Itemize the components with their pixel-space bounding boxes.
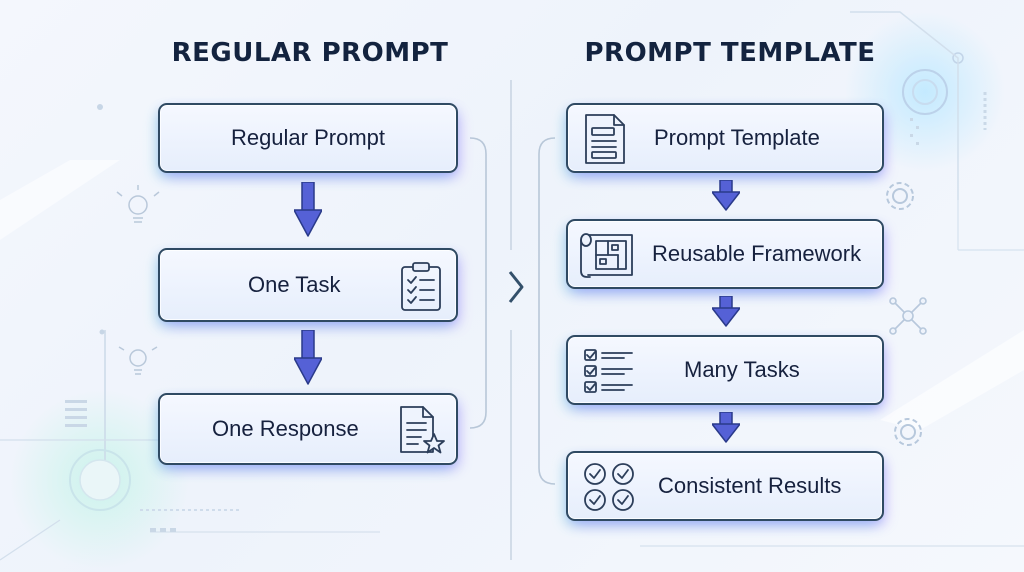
one-task-label: One Task	[248, 272, 341, 297]
down-arrow-icon	[294, 330, 322, 385]
down-arrow-icon	[712, 180, 740, 211]
down-arrow-icon	[712, 412, 740, 443]
reusable-framework-box: Reusable Framework	[566, 219, 884, 289]
check-circles-icon	[584, 463, 634, 511]
consistent-results-label: Consistent Results	[658, 473, 842, 498]
many-tasks-label: Many Tasks	[684, 357, 800, 382]
blueprint-icon	[580, 233, 633, 278]
reusable-framework-label: Reusable Framework	[652, 241, 862, 266]
prompt-template-label: Prompt Template	[654, 125, 820, 150]
one-response-box: One Response	[158, 393, 458, 465]
regular-prompt-title: REGULAR PROMPT	[171, 38, 449, 68]
down-arrow-icon	[712, 296, 740, 327]
one-response-label: One Response	[212, 416, 359, 441]
regular-prompt-box: Regular Prompt	[158, 103, 458, 173]
prompt-template-box: Prompt Template	[566, 103, 884, 173]
regular-prompt-label: Regular Prompt	[230, 125, 386, 150]
clipboard-checklist-icon	[401, 262, 441, 311]
template-document-icon	[585, 114, 625, 164]
one-task-box: One Task	[158, 248, 458, 322]
document-star-icon	[400, 406, 445, 454]
down-arrow-icon	[294, 182, 322, 237]
checklist-icon	[584, 349, 633, 393]
many-tasks-box: Many Tasks	[566, 335, 884, 405]
consistent-results-box: Consistent Results	[566, 451, 884, 521]
prompt-template-title: PROMPT TEMPLATE	[584, 38, 876, 68]
